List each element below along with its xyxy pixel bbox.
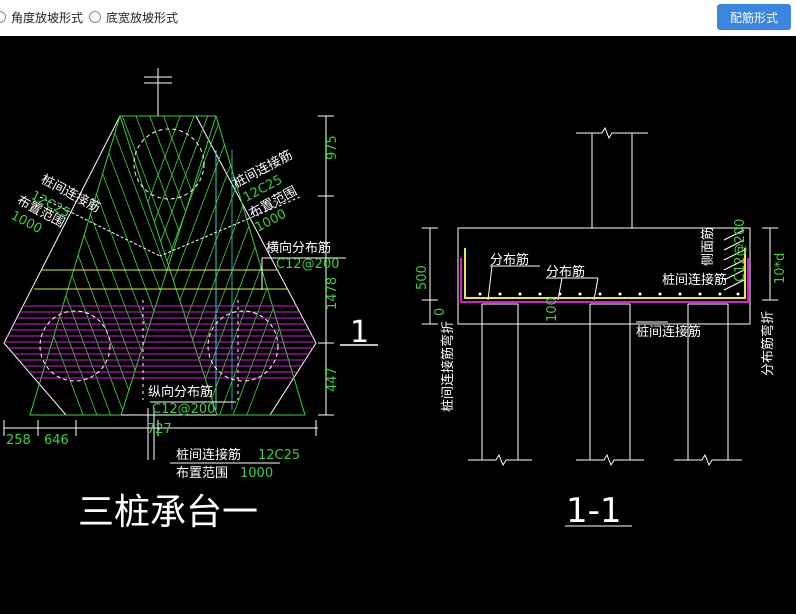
- transverse-distribution-rebar: [4, 305, 316, 379]
- cad-drawing-canvas: 桩间连接筋 12C25 布置范围 1000 桩间连接筋 12C25 布置范围 1…: [0, 36, 796, 614]
- config-rebar-button[interactable]: 配筋形式: [717, 4, 791, 30]
- plan-transverse-spec: C12@200: [276, 257, 339, 272]
- radio-angle-slope-indicator[interactable]: [0, 11, 6, 23]
- plan-longitudinal-label: 纵向分布筋: [148, 384, 213, 400]
- plan-bottom-range-value: 1000: [240, 466, 273, 481]
- section-side-face-label: 侧面筋: [700, 227, 716, 266]
- plan-longitudinal-spec: C12@200: [152, 402, 215, 417]
- section-side-face-spec: C12@200: [733, 219, 748, 282]
- section-piles: [468, 303, 742, 467]
- section-dist-label-2: 分布筋: [546, 264, 585, 280]
- radio-angle-slope-label: 角度放坡形式: [11, 10, 84, 25]
- plan-bottom-rebar-spec: 12C25: [258, 448, 300, 463]
- plan-view: 桩间连接筋 12C25 布置范围 1000 桩间连接筋 12C25 布置范围 1…: [3, 68, 378, 533]
- pile-left: [39, 310, 111, 382]
- plan-dim-447: 447: [325, 367, 340, 392]
- plan-dim-646: 646: [44, 433, 69, 448]
- toolbar: 角度放坡形式 底宽放坡形式 配筋形式: [0, 0, 796, 36]
- section-ten-d: 10*d: [773, 253, 788, 284]
- plan-section-mark: 1: [350, 315, 369, 350]
- section-connecting-rebar: [464, 248, 746, 299]
- section-dim-100: 100: [545, 297, 560, 322]
- plan-title: 三桩承台一: [78, 492, 258, 533]
- pile-top: [133, 128, 205, 200]
- section-distribution-dots: [478, 292, 740, 296]
- plan-transverse-label: 横向分布筋: [266, 240, 331, 256]
- section-conn-label-bottom: 桩间连接筋: [636, 324, 701, 340]
- section-bottom-rebar: [460, 258, 749, 303]
- plan-bottom-rebar-name: 桩间连接筋: [176, 447, 241, 463]
- plan-dim-1478: 1478: [325, 277, 340, 310]
- section-dim-500: 500: [415, 265, 430, 290]
- section-cap-outline: [457, 227, 751, 325]
- plan-bottom-range-label: 布置范围: [176, 466, 228, 481]
- section-dist-label-1: 分布筋: [490, 252, 529, 268]
- section-right-vertical-label: 分布筋弯折: [760, 311, 776, 376]
- plan-dim-258: 258: [6, 433, 31, 448]
- radio-width-slope[interactable]: 底宽放坡形式: [89, 8, 178, 26]
- section-view: 500 0 100 分布筋 分布筋 桩间连接筋 桩间连接筋 侧面筋 C12@20…: [415, 126, 788, 531]
- plan-dim-727: 727: [147, 422, 172, 437]
- section-left-vertical-label: 桩间连接筋弯折: [440, 321, 456, 412]
- section-dim-0: 0: [433, 308, 448, 316]
- cad-drawing: 桩间连接筋 12C25 布置范围 1000 桩间连接筋 12C25 布置范围 1…: [3, 68, 788, 533]
- plan-dim-975: 975: [325, 135, 340, 160]
- section-title: 1-1: [566, 491, 622, 531]
- section-conn-label-top: 桩间连接筋: [662, 272, 727, 288]
- radio-angle-slope[interactable]: 角度放坡形式: [0, 8, 83, 26]
- radio-width-slope-indicator[interactable]: [89, 11, 101, 23]
- radio-width-slope-label: 底宽放坡形式: [106, 10, 179, 25]
- pile-right: [207, 310, 279, 382]
